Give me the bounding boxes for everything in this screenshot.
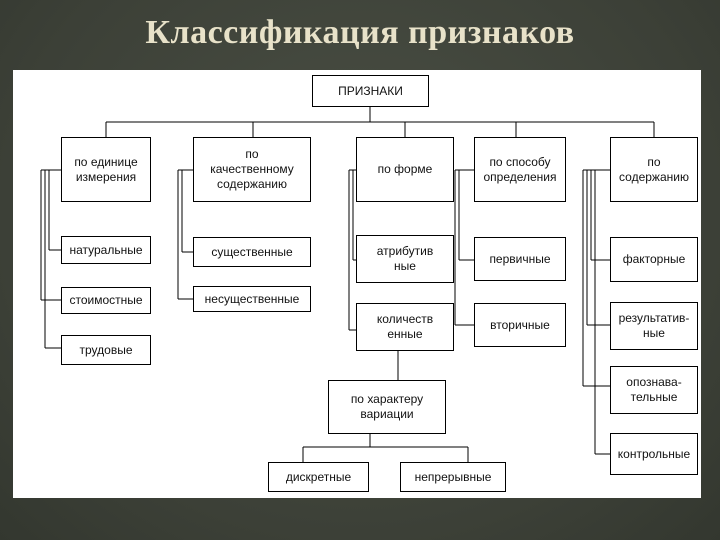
connector-lines [40, 107, 655, 462]
node-quantitative: количеств енные [356, 303, 454, 351]
node-cost: стоимостные [61, 287, 151, 314]
page-title: Классификация признаков [145, 14, 575, 51]
node-factor: факторные [610, 237, 698, 282]
node-by-content: по содержанию [610, 137, 698, 202]
node-root: ПРИЗНАКИ [312, 75, 429, 107]
node-primary: первичные [474, 237, 566, 281]
node-by-form: по форме [356, 137, 454, 202]
node-labor: трудовые [61, 335, 151, 365]
node-essential: существенные [193, 237, 311, 267]
node-secondary: вторичные [474, 303, 566, 347]
node-result: результатив- ные [610, 302, 698, 350]
node-by-unit: по единице измерения [61, 137, 151, 202]
diagram-panel: ПРИЗНАКИ по единице измерения по качеств… [13, 70, 701, 498]
node-natural: натуральные [61, 236, 151, 264]
node-nonessential: несущественные [193, 286, 311, 312]
node-control: контрольные [610, 433, 698, 475]
node-continuous: непрерывные [400, 462, 506, 492]
node-discrete: дискретные [268, 462, 369, 492]
node-by-quality: по качественному содержанию [193, 137, 311, 202]
node-attributive: атрибутив ные [356, 235, 454, 283]
node-by-method: по способу определения [474, 137, 566, 202]
node-identifying: опознава- тельные [610, 366, 698, 414]
node-variation: по характеру вариации [328, 380, 446, 434]
